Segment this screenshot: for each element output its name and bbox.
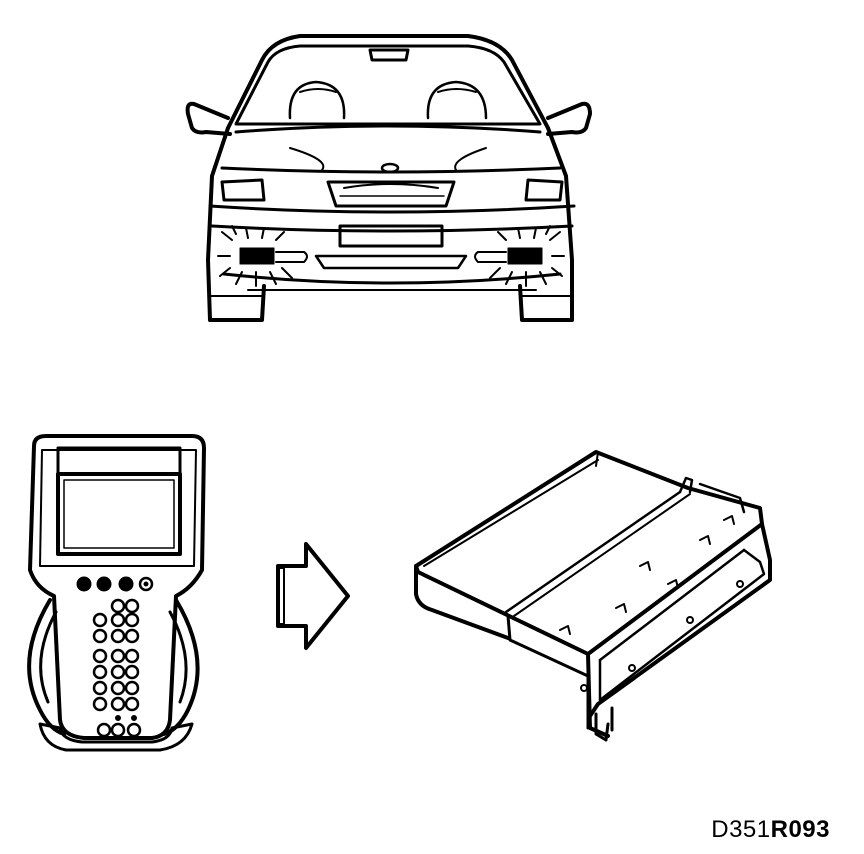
figure-code-suffix: R093 (770, 816, 830, 843)
figure-code: D351R093 (711, 816, 830, 844)
figure-code-prefix: D351 (711, 816, 771, 843)
